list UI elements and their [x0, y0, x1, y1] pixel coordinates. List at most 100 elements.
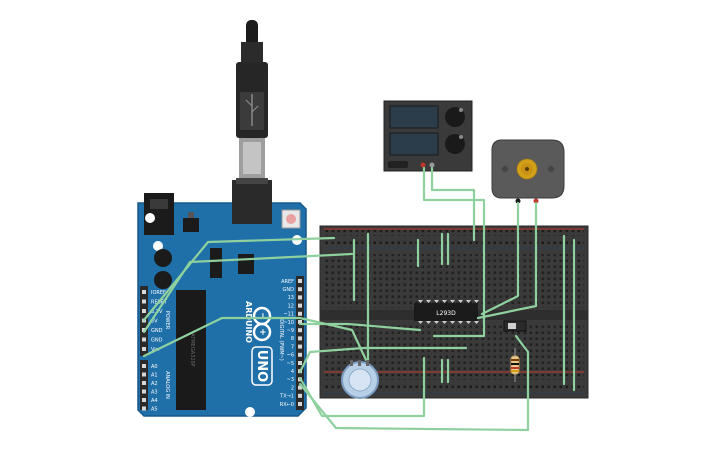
digital-pin-label: ~5 — [287, 361, 294, 367]
atmega-chip-label: ATMEGA328P — [189, 333, 195, 366]
reset-button-cap[interactable] — [286, 214, 296, 224]
digital-pin-label: ~6 — [287, 353, 294, 359]
voltage-regulator — [183, 218, 199, 232]
l293d-pins-bottom — [418, 321, 479, 324]
l293d-pin — [450, 300, 455, 303]
arduino-uno-board[interactable]: ATMEGA328P − + ARDUINO UNO IOREFRESET3.3… — [137, 178, 307, 417]
power-pin-label: GND — [151, 337, 163, 343]
l293d-label: L293D — [436, 310, 456, 317]
resistor[interactable] — [510, 348, 520, 382]
mounting-hole — [153, 241, 163, 251]
digital-pin-label: 8 — [291, 336, 294, 342]
digital-pin-label: 2 — [291, 385, 294, 391]
digital-pin[interactable] — [298, 361, 302, 365]
analog-header-label: ANALOG IN — [164, 371, 170, 399]
analog-pin[interactable] — [142, 381, 146, 385]
motor-terminal[interactable] — [515, 198, 521, 204]
digital-pin[interactable] — [298, 320, 302, 324]
usb-b-connector — [232, 180, 272, 224]
wire-5v[interactable] — [142, 236, 336, 322]
l293d-pin — [442, 321, 447, 324]
digital-pin[interactable] — [298, 287, 302, 292]
l293d-body — [414, 303, 478, 321]
wire-pin4[interactable] — [298, 346, 468, 374]
l293d-pin — [458, 300, 463, 303]
dc-motor[interactable] — [491, 139, 565, 204]
wire-pin2[interactable] — [298, 334, 530, 432]
digital-pin-label: 4 — [291, 369, 294, 375]
usb-cable-wire — [246, 20, 258, 48]
digital-pin-label: ~9 — [287, 328, 294, 334]
digital-pin[interactable] — [298, 344, 302, 349]
digital-pin[interactable] — [298, 402, 302, 406]
atmega-chip — [176, 290, 206, 410]
analog-pin[interactable] — [142, 406, 146, 411]
current-knob[interactable] — [445, 134, 465, 154]
digital-pin-label: ~3 — [287, 377, 294, 383]
motor-terminal[interactable] — [533, 198, 539, 204]
analog-pin[interactable] — [142, 398, 146, 402]
analog-pin[interactable] — [142, 372, 146, 377]
usb-chip — [238, 254, 254, 274]
power-pin-label: 5V — [151, 318, 158, 324]
gear-icon — [516, 158, 538, 180]
mounting-hole — [245, 407, 255, 417]
usb-plug-metal-inner — [243, 142, 261, 174]
usb-cable[interactable] — [236, 20, 268, 178]
negative-terminal[interactable] — [429, 162, 435, 168]
top-rail-holes — [324, 240, 584, 246]
uno-badge: UNO — [251, 346, 273, 386]
positive-terminal[interactable] — [420, 162, 426, 168]
power-pin[interactable] — [142, 309, 146, 313]
power-pin[interactable] — [142, 290, 146, 294]
bottom-rail-holes — [324, 384, 584, 390]
wire-analog[interactable] — [142, 316, 368, 362]
wire-motor-b[interactable] — [476, 201, 538, 320]
digital-pin[interactable] — [298, 311, 302, 316]
power-pin[interactable] — [142, 299, 146, 304]
current-display — [389, 132, 439, 156]
l293d-ic[interactable]: L293D — [414, 300, 479, 324]
wire-supply-positive[interactable] — [422, 166, 486, 338]
digital-pin[interactable] — [298, 328, 302, 333]
slide-switch[interactable] — [503, 320, 527, 332]
l293d-pins-top — [418, 300, 479, 303]
digital-pin[interactable] — [298, 385, 302, 390]
power-header-label: POWER — [164, 311, 170, 330]
potentiometer[interactable] — [341, 360, 379, 399]
digital-pin-label: 7 — [291, 344, 294, 350]
wire-gnd[interactable] — [142, 252, 354, 334]
power-pin[interactable] — [142, 337, 146, 342]
digital-pin[interactable] — [298, 279, 302, 283]
slide-switch-toggle[interactable] — [508, 323, 516, 329]
digital-pin[interactable] — [298, 303, 302, 308]
l293d-pin — [442, 300, 447, 303]
l293d-pin — [466, 321, 471, 324]
upper-terminal-strip — [324, 254, 584, 308]
wire-motor-a[interactable] — [480, 201, 520, 316]
analog-pin[interactable] — [142, 389, 146, 394]
digital-pin-label: GND — [283, 287, 295, 293]
mounting-hole — [145, 213, 155, 223]
wire-supply-negative[interactable] — [430, 166, 476, 242]
power-supply[interactable] — [383, 100, 473, 172]
top-rail-holes — [324, 230, 584, 236]
digital-pin[interactable] — [298, 352, 302, 357]
wire-pin9[interactable] — [298, 322, 422, 332]
digital-pin[interactable] — [298, 393, 302, 398]
l293d-pin — [474, 300, 479, 303]
power-pin[interactable] — [142, 347, 146, 351]
digital-pin[interactable] — [298, 295, 302, 300]
l293d-pin — [434, 321, 439, 324]
voltage-knob[interactable] — [445, 107, 465, 127]
l293d-pin — [458, 321, 463, 324]
l293d-pin — [418, 321, 423, 324]
power-switch[interactable] — [388, 161, 408, 168]
potentiometer-knob[interactable] — [348, 368, 372, 392]
l293d-pin — [418, 300, 423, 303]
analog-pin[interactable] — [142, 364, 146, 368]
digital-pin-label: 12 — [288, 303, 294, 309]
digital-pin[interactable] — [298, 336, 302, 341]
